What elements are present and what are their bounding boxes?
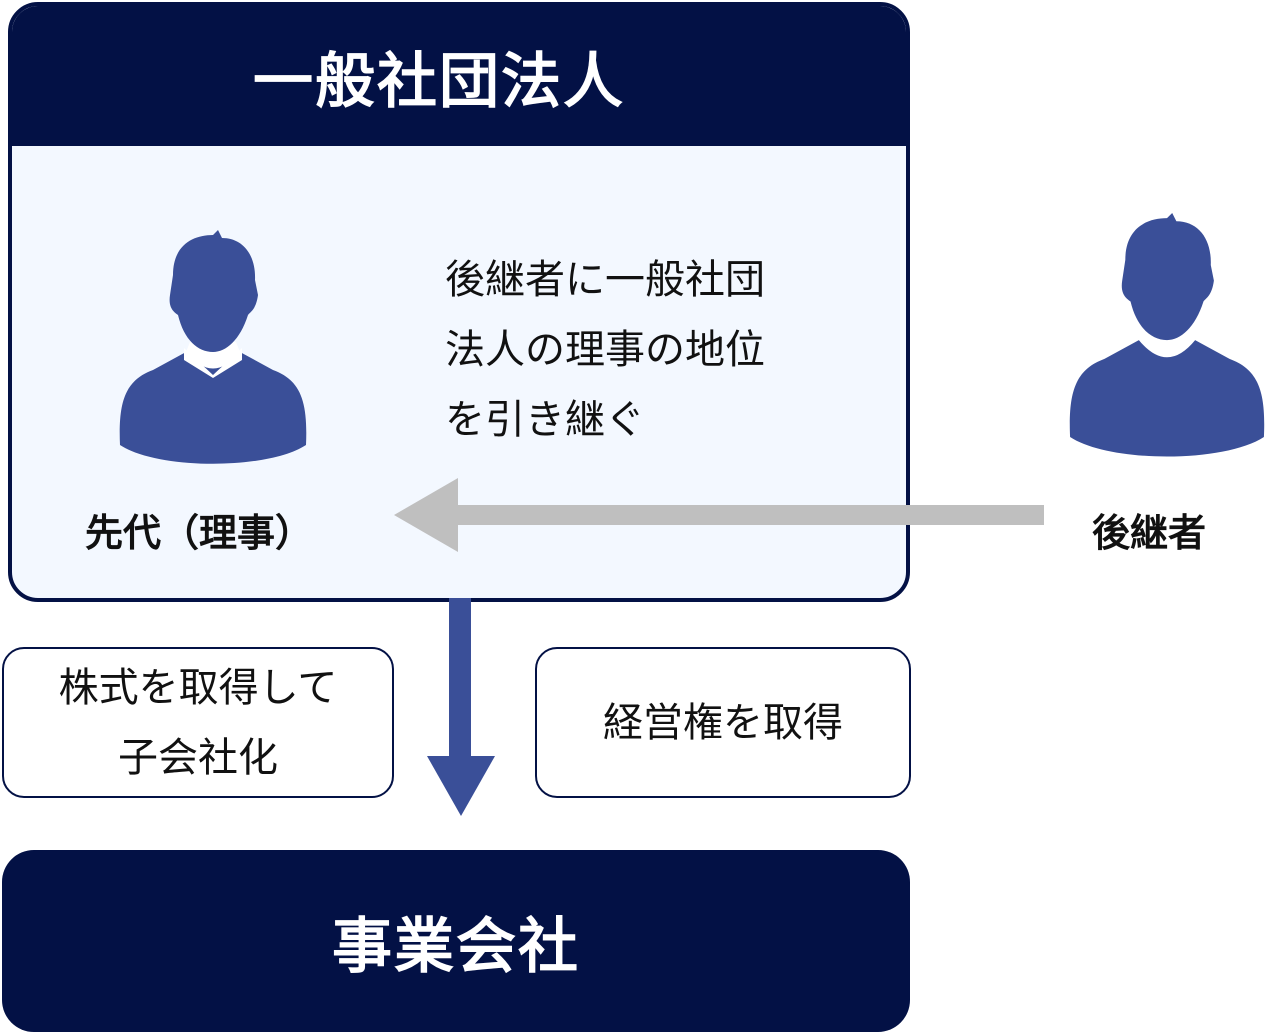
succession-arrow-icon bbox=[394, 478, 1044, 552]
operating-company-title: 事業会社 bbox=[332, 911, 580, 982]
acquire-shares-line: 子会社化 bbox=[118, 734, 278, 781]
association-header: 一般社団法人 bbox=[12, 6, 906, 146]
operating-company-box: 事業会社 bbox=[2, 850, 910, 1032]
predecessor-person-icon bbox=[119, 230, 307, 464]
successor-person-icon bbox=[1069, 212, 1265, 457]
general-incorporated-association-box: 一般社団法人 bbox=[8, 2, 910, 602]
association-title: 一般社団法人 bbox=[253, 46, 625, 117]
acquire-shares-line: 株式を取得して bbox=[58, 664, 338, 711]
predecessor-label: 先代（理事） bbox=[85, 511, 314, 555]
succession-description: 後継者に一般社団 法人の理事の地位 を引き継ぐ bbox=[445, 245, 765, 455]
down-arrow-icon bbox=[427, 598, 495, 816]
acquire-shares-box: 株式を取得して 子会社化 bbox=[2, 647, 394, 798]
description-line: 法人の理事の地位 bbox=[445, 327, 765, 373]
successor-label: 後継者 bbox=[1092, 511, 1207, 555]
acquire-management-label: 経営権を取得 bbox=[603, 699, 843, 746]
description-line: を引き継ぐ bbox=[445, 397, 645, 443]
description-line: 後継者に一般社団 bbox=[445, 257, 765, 303]
acquire-management-box: 経営権を取得 bbox=[535, 647, 911, 798]
